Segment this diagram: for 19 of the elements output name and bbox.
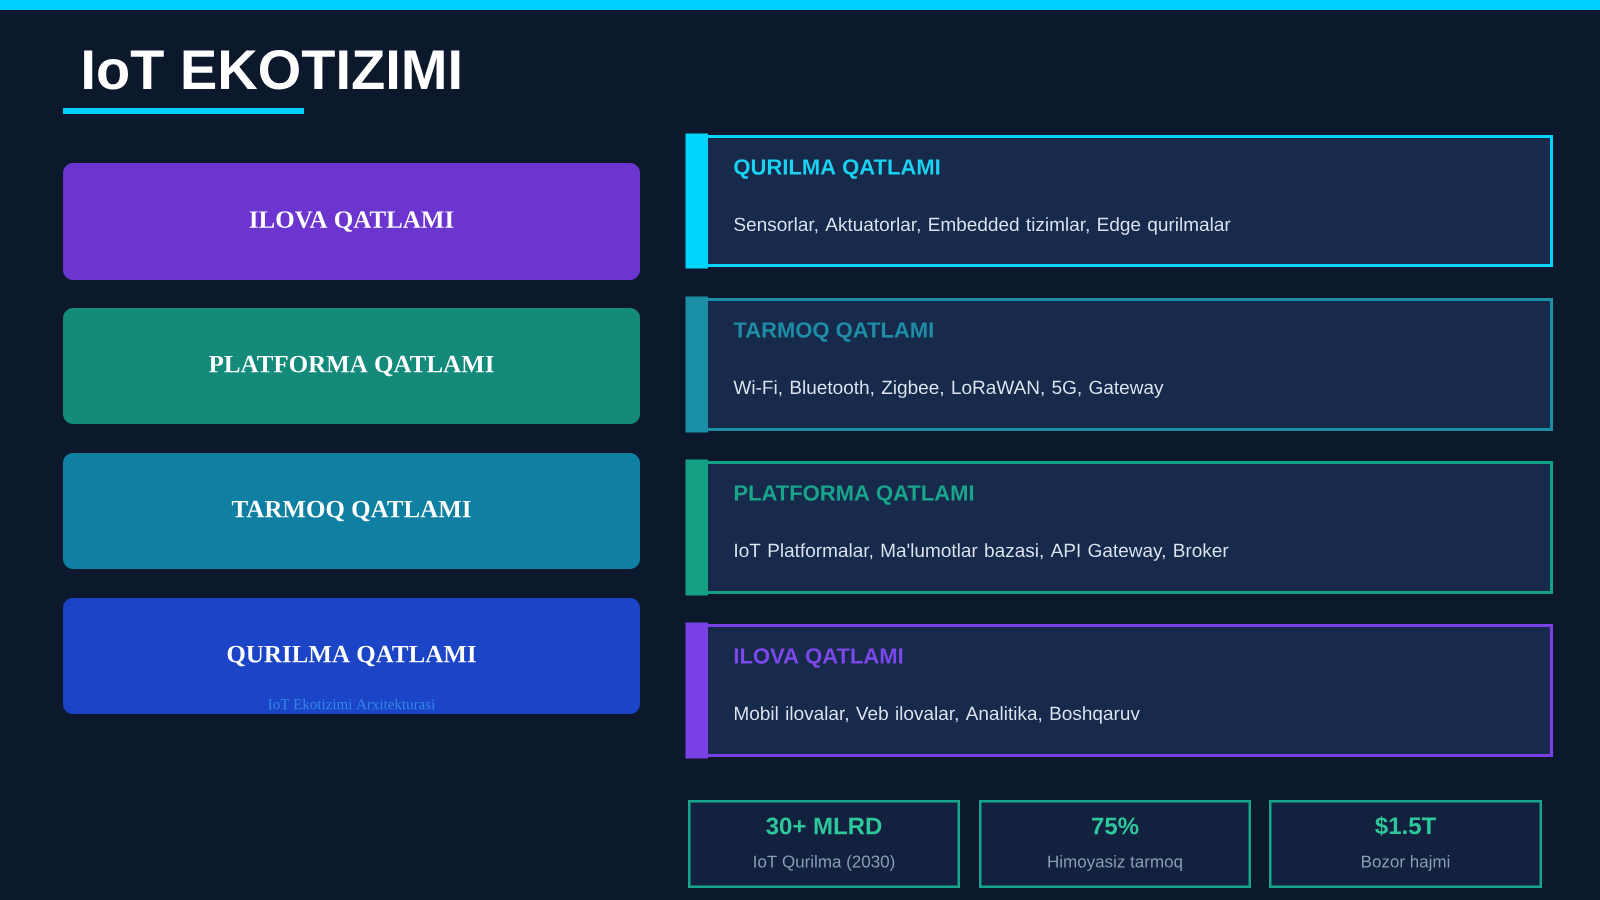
stat-value: 30+ MLRD <box>766 817 882 835</box>
card-text: Wi-Fi, Bluetooth, Zigbee, LoRaWAN, 5G, Gateway <box>733 380 1164 398</box>
card-text: Mobil ilovalar, Veb ilovalar, Analitika, Boshqaruv <box>735 706 1140 724</box>
stat-caption: Bozor hajmi <box>1362 855 1450 871</box>
card-text: Sensorlar, Aktuatorlar, Embedded tizimlar, Edge qurilmalar <box>734 217 1231 235</box>
layer-box: ILOVA QATLAMI <box>63 163 640 280</box>
layer-box: TARMOQ QATLAMI <box>63 453 640 569</box>
card-heading: TARMOQ QATLAMI <box>733 322 933 342</box>
stat-caption: IoT Qurilma (2030) <box>754 855 895 871</box>
card-text: IoT Platformalar, Ma'lumotlar bazasi, API Gateway, Broker <box>735 543 1229 561</box>
card-heading: PLATFORMA QATLAMI <box>734 485 974 505</box>
card-heading: QURILMA QATLAMI <box>734 159 940 179</box>
caption: IoT Ekotizimi Arxitekturasi <box>268 698 435 710</box>
stat-caption: Himoyasiz tarmoq <box>1048 855 1182 871</box>
stat-value: $1.5T <box>1375 816 1436 836</box>
layer-box: PLATFORMA QATLAMI <box>63 308 640 424</box>
stat-value: 75% <box>1092 817 1139 835</box>
card-heading: ILOVA QATLAMI <box>734 648 903 668</box>
title: IoT EKOTIZIMI <box>84 49 460 90</box>
